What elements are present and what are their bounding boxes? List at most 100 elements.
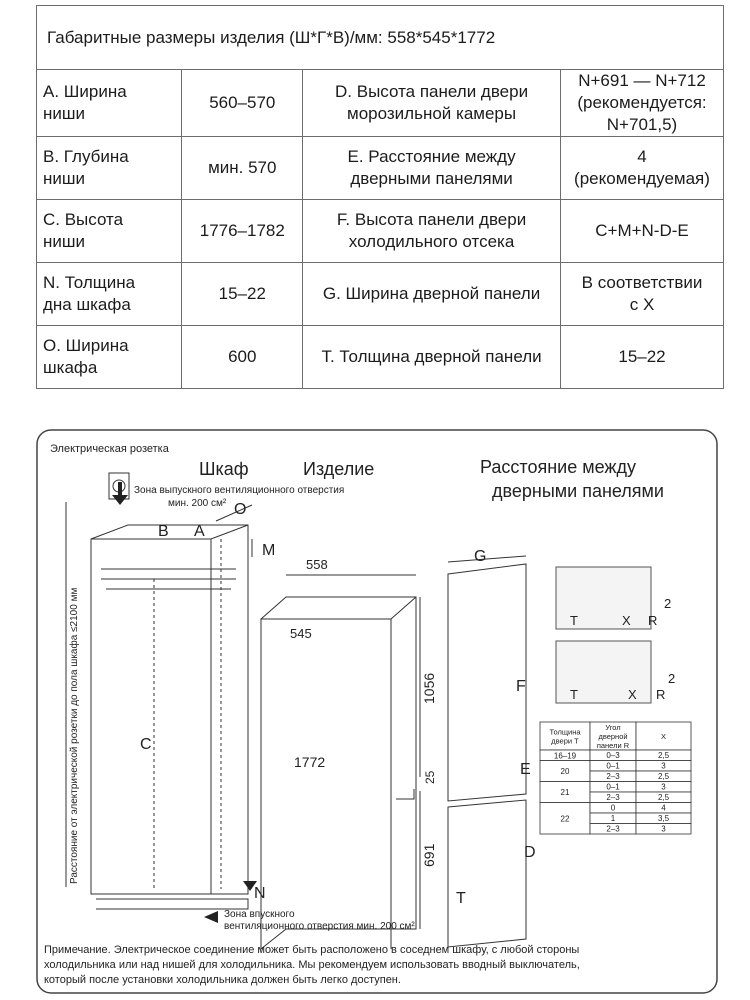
hinge-detail-bottom xyxy=(555,640,652,704)
bottom-letter-x: X xyxy=(628,687,637,702)
note-line-3: который после установки холодильника дол… xyxy=(44,974,401,986)
top-letter-x: X xyxy=(622,613,631,628)
letter-e: E xyxy=(520,761,531,778)
bottom-vent-1: Зона впускного xyxy=(224,909,295,920)
cabinet-shelf xyxy=(101,568,236,590)
param-label-line: D. Высота панели двери xyxy=(335,82,529,101)
gap-table-r-value: 2–3 xyxy=(606,793,620,802)
gap-table-t-value: 22 xyxy=(561,814,570,823)
upper-door-panel xyxy=(447,563,527,802)
param-value: C+M+N-D-E xyxy=(560,199,724,263)
top-two: 2 xyxy=(664,596,671,611)
letter-t: T xyxy=(456,890,466,907)
note-line-2: холодильника или над нишей для холодильн… xyxy=(44,959,580,971)
gap-table-header: панели R xyxy=(597,741,630,750)
param-label: F. Высота панели двери холодильного отсек… xyxy=(302,199,561,263)
product-title: Изделие xyxy=(303,459,374,479)
n-arrow-icon xyxy=(243,881,257,891)
param-value: В соответствии с X xyxy=(560,262,724,326)
gap-table-x-value: 2,5 xyxy=(658,772,670,781)
gap-table-t-value: 16–19 xyxy=(554,751,577,760)
param-value-line: (рекомендуется: xyxy=(577,93,707,112)
param-label-line: морозильной камеры xyxy=(347,104,517,123)
param-label-line: холодильного отсека xyxy=(348,232,515,251)
cabinet-title: Шкаф xyxy=(199,459,249,479)
letter-o: O xyxy=(234,501,246,518)
param-label: T. Толщина дверной панели xyxy=(302,325,561,389)
param-value-line: 1776–1782 xyxy=(199,221,285,240)
param-value-line: 15–22 xyxy=(618,347,666,366)
param-label-line: шкафа xyxy=(43,358,98,377)
param-value-line: В соответствии xyxy=(581,273,703,292)
param-value: 1776–1782 xyxy=(181,199,304,263)
dim-1056: 1056 xyxy=(421,673,437,704)
gap-table-x-value: 3 xyxy=(661,783,666,792)
gap-table-x-value: 4 xyxy=(661,804,666,813)
hinge-detail-top xyxy=(555,566,652,630)
top-letter-t: T xyxy=(570,613,578,628)
gap-table-r-value: 2–3 xyxy=(606,772,620,781)
param-value: N+691 — N+712(рекомендуется:N+701,5) xyxy=(560,69,724,137)
param-value-line: N+701,5) xyxy=(606,115,678,134)
gap-table-header: Толщина xyxy=(549,728,581,737)
param-label-line: C. Высота xyxy=(43,210,124,229)
gap-table-r-value: 1 xyxy=(611,814,616,823)
param-value: 600 xyxy=(181,325,304,389)
letter-d: D xyxy=(524,844,536,861)
top-vent-2: мин. 200 см² xyxy=(168,498,227,509)
cabinet-outline xyxy=(90,524,249,895)
letter-n: N xyxy=(254,885,266,902)
installation-svg: Электрическая розетка Шкаф Изделие Расст… xyxy=(36,429,718,994)
param-value-line: 600 xyxy=(228,347,257,366)
gap-table-r-value: 0 xyxy=(611,804,616,813)
param-value-line: мин. 570 xyxy=(208,158,277,177)
param-label-line: ниши xyxy=(43,104,86,123)
param-label-line: ниши xyxy=(43,232,86,251)
gap-table-cell xyxy=(635,823,692,835)
param-value-line: с X xyxy=(629,295,655,314)
gap-table-head-cell xyxy=(635,721,692,751)
param-label-line: N. Толщина xyxy=(43,273,136,292)
param-label: C. Высота ниши xyxy=(35,199,183,263)
param-label-line: E. Расстояние между xyxy=(347,147,516,166)
gap-table-r-value: 2–3 xyxy=(606,825,620,834)
param-label-line: G. Ширина дверной панели xyxy=(322,284,541,303)
dim-558: 558 xyxy=(306,557,328,572)
param-label-line: T. Толщина дверной панели xyxy=(321,347,542,366)
top-vent-1: Зона выпускного вентиляционного отверсти… xyxy=(134,485,344,496)
param-value: 4(рекомендуемая) xyxy=(560,136,724,200)
letter-g: G xyxy=(474,548,486,565)
socket-label: Электрическая розетка xyxy=(50,443,170,455)
param-value-line: (рекомендуемая) xyxy=(574,169,710,188)
param-label-line: B. Глубина xyxy=(43,147,129,166)
cabinet-dash-lines xyxy=(153,539,222,889)
note-line-1: Примечание. Электрическое соединение мож… xyxy=(44,944,579,956)
letter-m: M xyxy=(262,542,275,559)
dimensions-table: Габаритные размеры изделия (Ш*Г*В)/мм: 5… xyxy=(35,5,724,389)
param-label-line: F. Высота панели двери xyxy=(336,210,527,229)
product-hinge xyxy=(396,789,415,800)
param-label-line: ниши xyxy=(43,169,86,188)
lower-door-panel xyxy=(447,799,527,948)
param-value: 15–22 xyxy=(560,325,724,389)
bottom-letter-t: T xyxy=(570,687,578,702)
gap-table-t-cell xyxy=(539,802,591,835)
param-value: 560–570 xyxy=(181,69,304,137)
bottom-vent-2: вентиляционного отверстия мин. 200 см² xyxy=(224,921,415,932)
param-value: мин. 570 xyxy=(181,136,304,200)
top-letter-r: R xyxy=(648,613,657,628)
table-row: B. Глубина ниши мин. 570 E. Расстояние межд… xyxy=(35,136,724,200)
param-value-line: C+M+N-D-E xyxy=(595,221,689,240)
dim-1772: 1772 xyxy=(294,754,325,770)
dim-25: 25 xyxy=(423,770,437,784)
param-label: B. Глубина ниши xyxy=(35,136,183,200)
bottom-vent-arrow-icon xyxy=(204,911,218,923)
gap-table-x-value: 3,5 xyxy=(658,814,670,823)
dim-691: 691 xyxy=(421,843,437,867)
